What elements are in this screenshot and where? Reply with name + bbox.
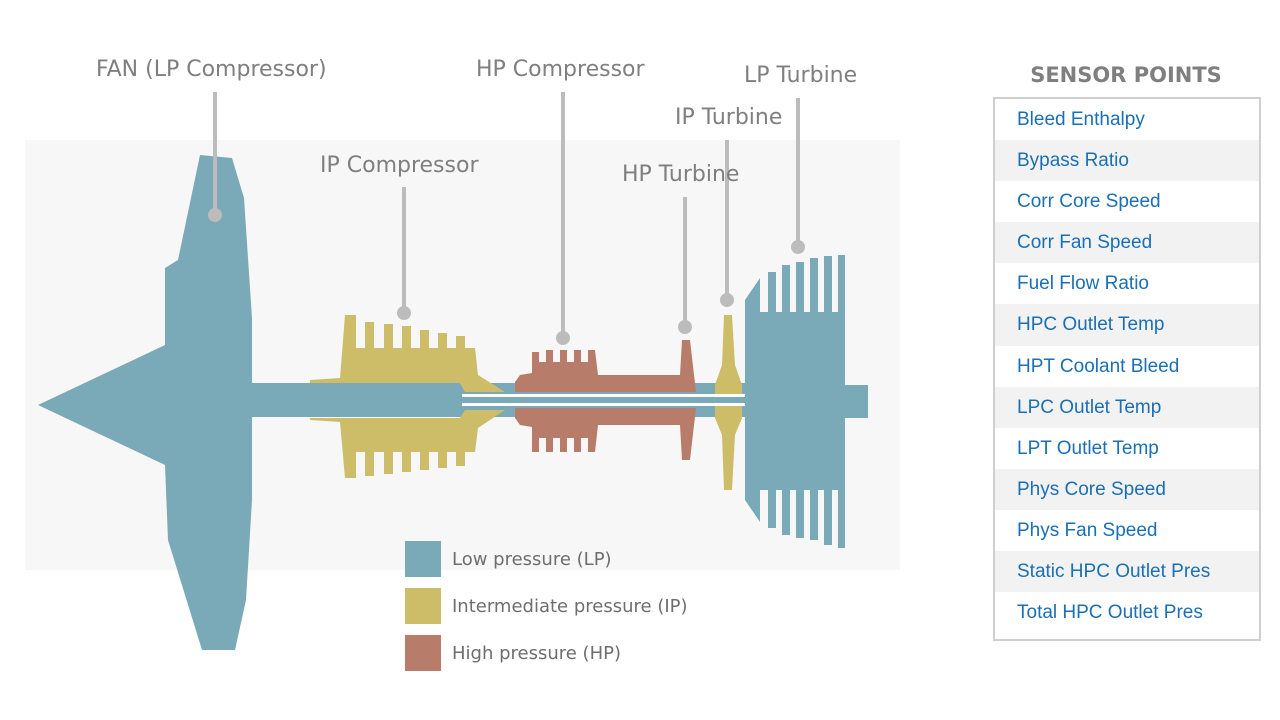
legend-swatch-intermediate-pressure bbox=[405, 588, 441, 624]
label-hp-compressor: HP Compressor bbox=[476, 57, 645, 82]
sensor-item-lpt-outlet-temp[interactable]: LPT Outlet Temp bbox=[1017, 437, 1159, 459]
label-ip-turbine: IP Turbine bbox=[675, 105, 783, 130]
ip-turbine-callout-dot bbox=[720, 293, 734, 307]
sensor-item-hpc-outlet-temp[interactable]: HPC Outlet Temp bbox=[995, 304, 1259, 346]
legend-swatch-high-pressure bbox=[405, 635, 441, 671]
lp-turbine-callout-dot bbox=[791, 240, 805, 254]
ip-compressor-callout-dot bbox=[397, 306, 411, 320]
legend-label-high-pressure: High pressure (HP) bbox=[452, 642, 621, 664]
hp-compressor-bottom-shape bbox=[515, 408, 696, 460]
hp-compressor-top-shape bbox=[515, 340, 696, 392]
fan-lp-compressor-shape bbox=[38, 155, 745, 650]
fan-callout-dot bbox=[208, 208, 222, 222]
ip-compressor-top-shape bbox=[310, 315, 505, 392]
sensor-item-corr-core-speed[interactable]: Corr Core Speed bbox=[1017, 191, 1161, 213]
shaft-core-shape bbox=[462, 397, 745, 403]
sensor-points-title: SENSOR POINTS bbox=[1030, 63, 1222, 87]
legend-label-intermediate-pressure: Intermediate pressure (IP) bbox=[452, 595, 688, 617]
label-hp-turbine: HP Turbine bbox=[622, 162, 740, 187]
label-ip-compressor: IP Compressor bbox=[320, 153, 479, 178]
sensor-item-phys-core-speed[interactable]: Phys Core Speed bbox=[995, 468, 1259, 510]
sensor-item-static-hpc-outlet-pres[interactable]: Static HPC Outlet Pres bbox=[995, 551, 1259, 593]
engine-diagram bbox=[38, 92, 868, 650]
legend-swatch-low-pressure bbox=[405, 541, 441, 577]
sensor-item-hpt-coolant-bleed[interactable]: HPT Coolant Bleed bbox=[1017, 355, 1180, 377]
legend-label-low-pressure: Low pressure (LP) bbox=[452, 548, 612, 570]
hp-compressor-callout-dot bbox=[556, 331, 570, 345]
ip-compressor-bottom-shape bbox=[310, 410, 505, 478]
pressure-legend: Low pressure (LP) Intermediate pressure … bbox=[405, 541, 688, 682]
sensor-item-lpc-outlet-temp[interactable]: LPC Outlet Temp bbox=[995, 386, 1259, 428]
label-lp-turbine: LP Turbine bbox=[744, 63, 858, 88]
legend-item-low-pressure: Low pressure (LP) bbox=[405, 541, 688, 577]
callout-lines bbox=[208, 92, 805, 345]
label-fan-lp-compressor: FAN (LP Compressor) bbox=[96, 57, 327, 82]
sensor-item-total-hpc-outlet-pres[interactable]: Total HPC Outlet Pres bbox=[1017, 602, 1203, 624]
legend-item-intermediate-pressure: Intermediate pressure (IP) bbox=[405, 588, 688, 624]
sensor-item-bypass-ratio[interactable]: Bypass Ratio bbox=[995, 140, 1259, 182]
sensor-points-list: Bleed Enthalpy Bypass Ratio Corr Core Sp… bbox=[993, 97, 1261, 641]
sensor-item-bleed-enthalpy[interactable]: Bleed Enthalpy bbox=[1017, 109, 1145, 130]
sensor-item-phys-fan-speed[interactable]: Phys Fan Speed bbox=[1017, 519, 1158, 541]
lp-turbine-shape bbox=[745, 255, 868, 548]
sensor-item-fuel-flow-ratio[interactable]: Fuel Flow Ratio bbox=[1017, 273, 1149, 295]
sensor-item-corr-fan-speed[interactable]: Corr Fan Speed bbox=[995, 222, 1259, 264]
legend-item-high-pressure: High pressure (HP) bbox=[405, 635, 688, 671]
hp-turbine-callout-dot bbox=[678, 320, 692, 334]
